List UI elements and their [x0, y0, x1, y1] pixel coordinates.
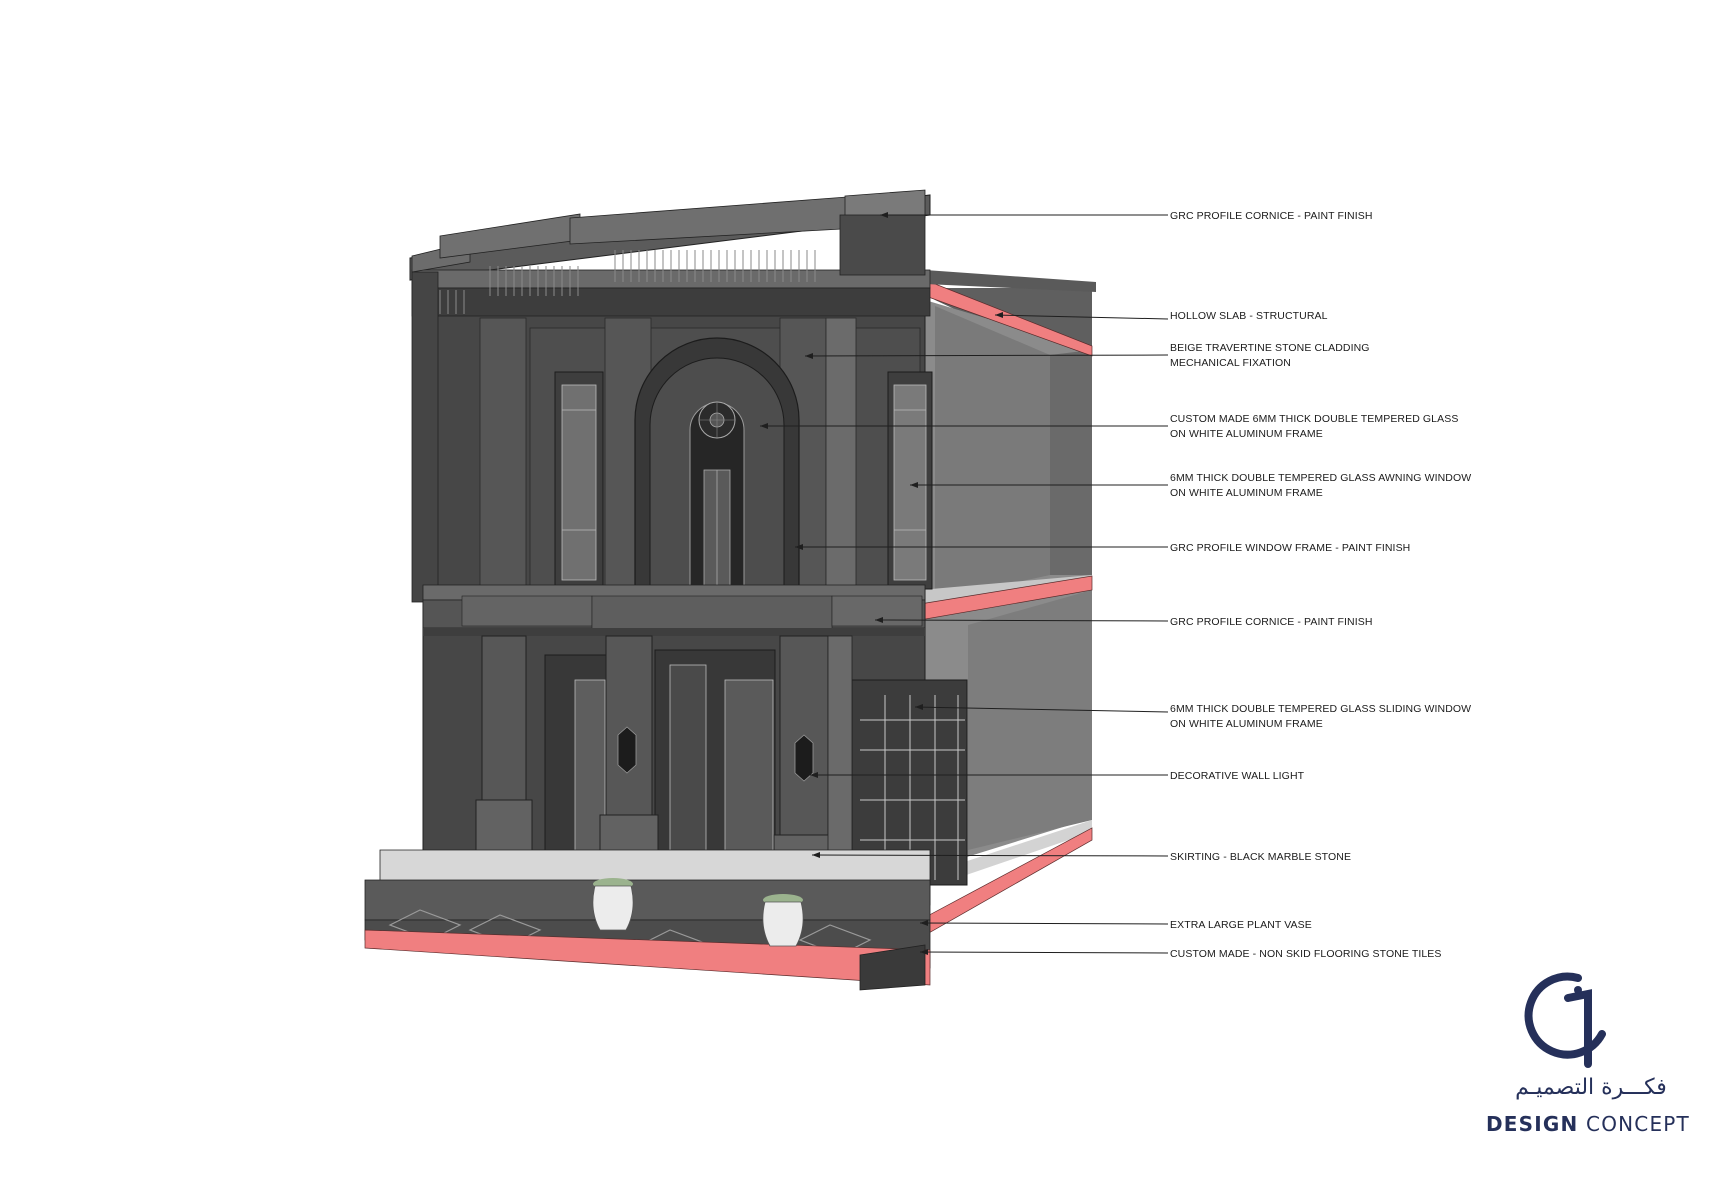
leader-line-stone-cladding — [804, 354, 1169, 357]
leader-arrow-skirting — [812, 852, 820, 858]
callout-cornice-top: GRC PROFILE CORNICE - PAINT FINISH — [1170, 210, 1373, 222]
top-cornice — [409, 189, 931, 603]
leader-lines — [760, 212, 1169, 955]
callout-wall-light: DECORATIVE WALL LIGHT — [1170, 770, 1305, 782]
leader-arrow-cornice-top — [880, 212, 888, 218]
floor-paving — [364, 849, 931, 991]
leader-arrow-wall-light — [810, 772, 818, 778]
leader-line-skirting — [811, 854, 1169, 857]
callout-awning-window: 6MM THICK DOUBLE TEMPERED GLASS AWNING W… — [1170, 472, 1471, 499]
callout-plant-vase: EXTRA LARGE PLANT VASE — [1170, 919, 1312, 931]
building-illustration — [364, 189, 1096, 991]
logo-english-wordmark: DESIGN CONCEPT — [1486, 1112, 1690, 1136]
logo-arabic-wordmark: فكـــرة التصميـم — [1515, 1075, 1667, 1100]
leader-arrow-arched-glass — [760, 423, 768, 429]
leader-line-sliding-window — [914, 706, 1169, 713]
arched-window — [634, 337, 800, 594]
ground-openings — [544, 649, 968, 886]
plant-vases — [592, 878, 804, 947]
callout-hollow-slab: HOLLOW SLAB - STRUCTURAL — [1170, 310, 1328, 322]
callout-window-frame: GRC PROFILE WINDOW FRAME - PAINT FINISH — [1170, 542, 1410, 554]
leader-arrow-cornice-mid — [875, 617, 883, 623]
leader-arrow-sliding-window — [915, 704, 923, 710]
wall-lights — [617, 726, 814, 782]
leader-line-plant-vase — [919, 922, 1169, 925]
callout-arched-glass: CUSTOM MADE 6MM THICK DOUBLE TEMPERED GL… — [1170, 413, 1458, 440]
callout-sliding-window: 6MM THICK DOUBLE TEMPERED GLASS SLIDING … — [1170, 703, 1471, 730]
mid-cornice — [422, 584, 926, 636]
leader-arrow-awning-window — [910, 482, 918, 488]
callout-flooring: CUSTOM MADE - NON SKID FLOORING STONE TI… — [1170, 948, 1442, 960]
callout-cornice-mid: GRC PROFILE CORNICE - PAINT FINISH — [1170, 616, 1373, 628]
leader-line-flooring — [919, 951, 1169, 954]
leader-line-hollow-slab — [994, 314, 1169, 320]
leader-arrow-hollow-slab — [995, 312, 1003, 318]
leader-arrow-window-frame — [795, 544, 803, 550]
logo-mark-icon — [1524, 972, 1606, 1068]
leader-line-cornice-mid — [874, 619, 1169, 622]
leader-arrow-plant-vase — [920, 920, 928, 926]
leader-arrow-stone-cladding — [805, 353, 813, 359]
leader-arrow-flooring — [920, 949, 928, 955]
callout-skirting: SKIRTING - BLACK MARBLE STONE — [1170, 851, 1351, 863]
callout-labels: GRC PROFILE CORNICE - PAINT FINISH HOLLO… — [1170, 210, 1471, 960]
